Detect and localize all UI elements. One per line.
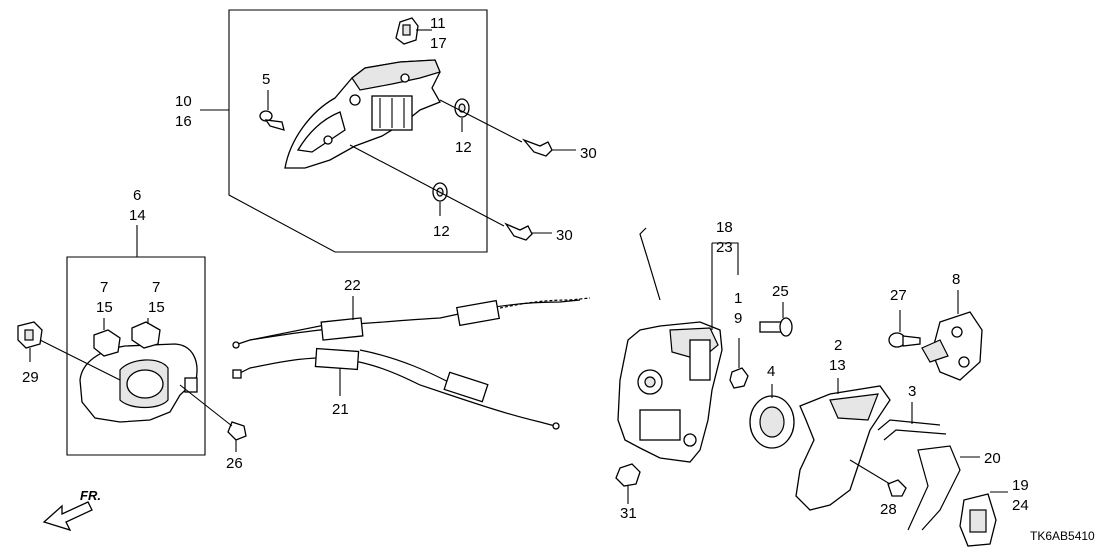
release-cable-22-icon[interactable] [232, 296, 591, 349]
label-15b: 15 [148, 299, 165, 316]
cap-19-24-icon[interactable] [959, 491, 1008, 547]
label-30a: 30 [580, 145, 597, 162]
label-1: 1 [734, 290, 742, 307]
label-6: 6 [133, 187, 141, 204]
label-16: 16 [175, 113, 192, 130]
label-22: 22 [344, 277, 361, 294]
clip-1-9-icon[interactable] [729, 338, 749, 389]
label-20: 20 [984, 450, 1001, 467]
label-17: 17 [430, 35, 447, 52]
label-9: 9 [734, 310, 742, 327]
clip-7-15b-icon[interactable] [131, 318, 161, 349]
front-direction-arrow-icon [42, 501, 93, 532]
clip-29-icon[interactable] [17, 321, 121, 381]
label-25: 25 [772, 283, 789, 300]
label-4: 4 [767, 363, 775, 380]
latch-actuator-icon[interactable] [617, 227, 739, 463]
label-12b: 12 [433, 223, 450, 240]
label-18: 18 [716, 219, 733, 236]
outer-handle-frame [228, 9, 488, 253]
rod-20-icon[interactable] [907, 445, 980, 531]
label-19: 19 [1012, 477, 1029, 494]
label-12a: 12 [455, 139, 472, 156]
rod-3-icon[interactable] [877, 402, 947, 441]
axis-line-30a [439, 99, 523, 143]
washer-12a-icon[interactable] [454, 98, 470, 132]
label-24: 24 [1012, 497, 1029, 514]
inner-handle-frame [66, 256, 206, 456]
label-11: 11 [430, 15, 446, 32]
release-cable-21-icon[interactable] [232, 347, 560, 430]
protector-2-13-icon[interactable] [795, 378, 891, 511]
label-31: 31 [620, 505, 637, 522]
screw-5-icon[interactable] [259, 90, 285, 131]
clip-7-15a-icon[interactable] [93, 318, 121, 357]
striker-8-icon[interactable] [921, 290, 983, 381]
label-7b: 7 [152, 279, 160, 296]
screw-26-icon[interactable] [179, 384, 247, 452]
label-21: 21 [332, 401, 349, 418]
label-26: 26 [226, 455, 243, 472]
label-30b: 30 [556, 227, 573, 244]
bolt-30a-icon[interactable] [521, 138, 576, 157]
label-2: 2 [834, 337, 842, 354]
label-10: 10 [175, 93, 192, 110]
label-8: 8 [952, 271, 960, 288]
outer-handle-group [200, 9, 488, 253]
bolt-30b-icon[interactable] [504, 222, 552, 241]
inner-handle-group [66, 225, 206, 456]
label-14: 14 [129, 207, 146, 224]
axis-line-30b [349, 144, 505, 227]
clip-11-17-icon[interactable] [395, 17, 432, 45]
outer-handle-icon[interactable] [284, 59, 441, 169]
screw-28-icon[interactable] [849, 459, 907, 497]
washer-12b-icon[interactable] [432, 182, 448, 216]
grommet-4-icon[interactable] [749, 384, 795, 449]
label-23: 23 [716, 239, 733, 256]
label-13: 13 [829, 357, 846, 374]
label-15a: 15 [96, 299, 113, 316]
label-7a: 7 [100, 279, 108, 296]
screw-27-icon[interactable] [888, 310, 921, 348]
bolt-31-icon[interactable] [615, 463, 641, 504]
label-27: 27 [890, 287, 907, 304]
label-5: 5 [262, 71, 270, 88]
label-29: 29 [22, 369, 39, 386]
label-28: 28 [880, 501, 897, 518]
inner-handle-icon[interactable] [79, 343, 198, 423]
direction-label: FR. [80, 488, 101, 503]
screw-25-icon[interactable] [759, 302, 793, 337]
diagram-reference: TK6AB5410 [1030, 529, 1095, 543]
label-3: 3 [908, 383, 916, 400]
